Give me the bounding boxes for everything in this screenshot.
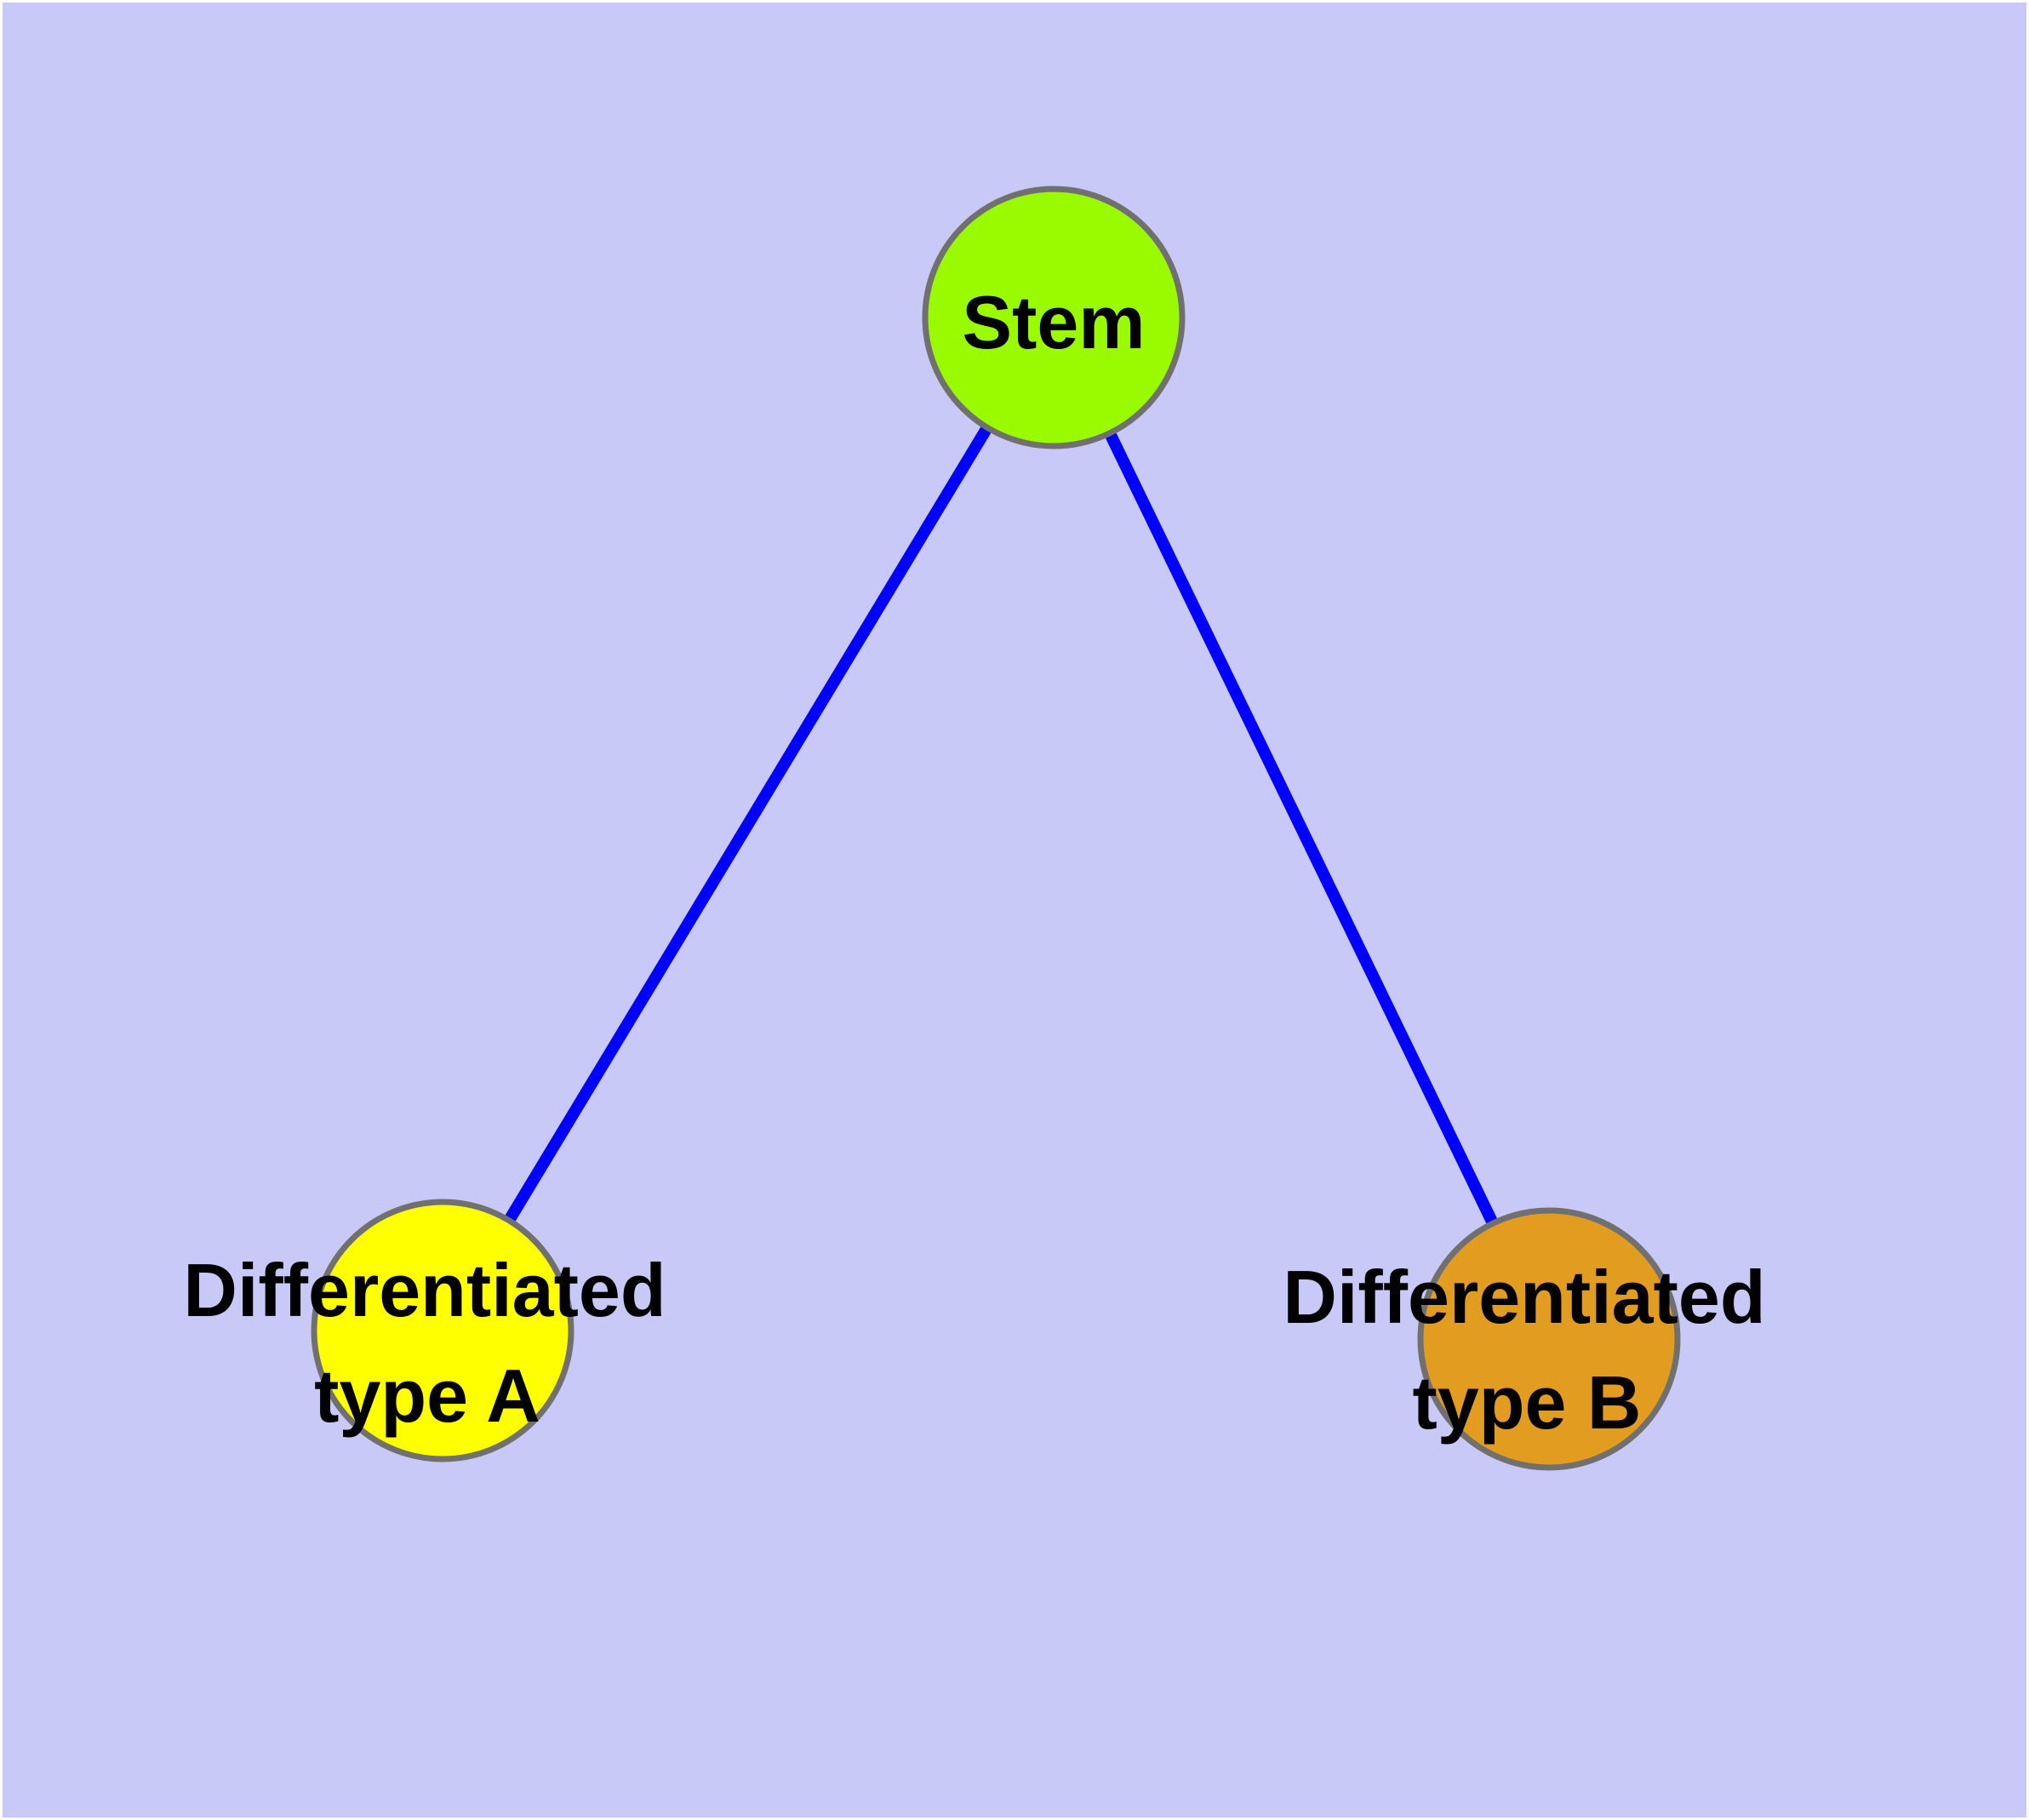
- edge-stem-to-type-a: [437, 314, 1059, 1334]
- node-stem-label: Stem: [962, 280, 1145, 364]
- node-stem-circle: [922, 186, 1186, 449]
- node-type-a-label-line2: type A: [314, 1354, 540, 1438]
- node-type-a-label-line1: Differentiated: [183, 1248, 666, 1332]
- node-type-b-label-line2: type B: [1413, 1360, 1642, 1445]
- node-type-b-circle: [1417, 1207, 1681, 1471]
- node-type-b-label-line1: Differentiated: [1283, 1255, 1765, 1339]
- edge-stem-to-type-b: [1048, 314, 1555, 1342]
- node-type-a-circle: [311, 1199, 574, 1462]
